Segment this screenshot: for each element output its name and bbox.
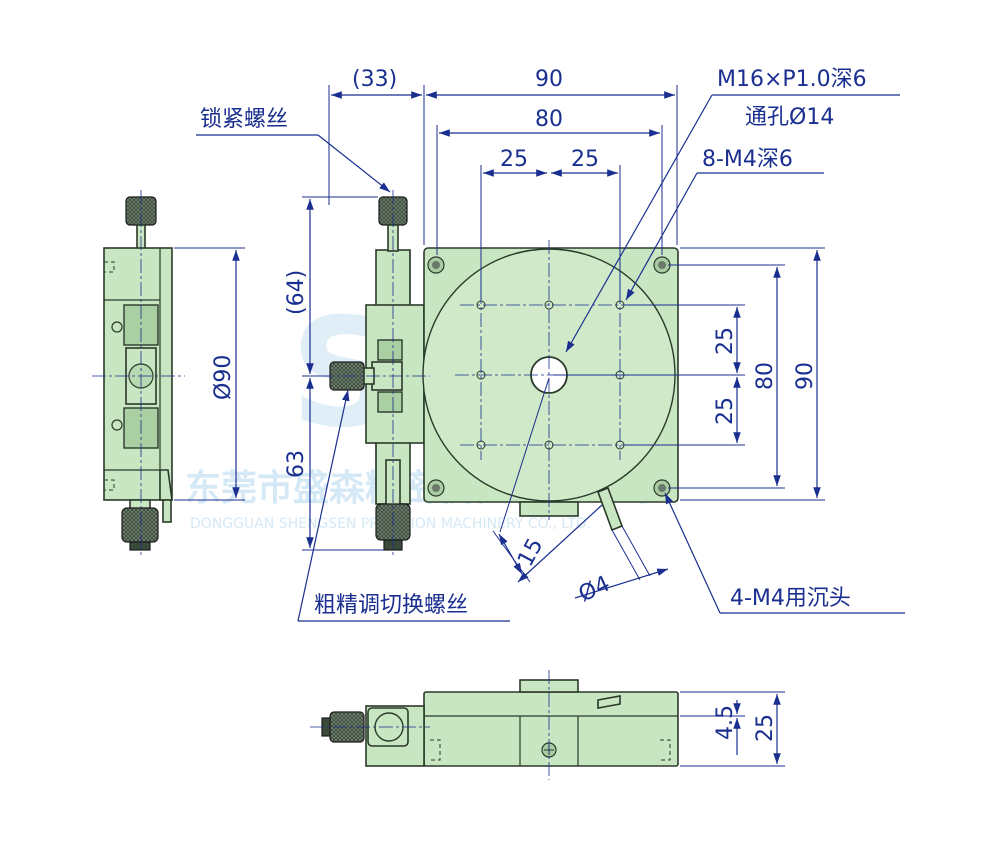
label-4-5: 4.5 — [713, 705, 738, 740]
callout-lock-screw: 锁紧螺丝 — [196, 107, 391, 193]
label-90-top: 90 — [535, 67, 563, 92]
callouts-top-right: M16×P1.0深6 通孔Ø14 8-M4深6 — [565, 67, 900, 353]
label-80-top: 80 — [535, 107, 563, 132]
dims-right-vertical: 25 25 80 90 — [553, 247, 825, 501]
callout-counterbore: 4-M4用沉头 — [664, 492, 905, 614]
label-64: (64) — [284, 270, 309, 315]
adjust-knob-left — [121, 507, 159, 543]
label-adjust-screw: 粗精调切换螺丝 — [314, 593, 468, 618]
label-counterbore: 4-M4用沉头 — [730, 586, 851, 611]
dims-bottom: 4.5 25 — [680, 691, 785, 767]
dim-phi90: Ø90 — [174, 247, 245, 501]
label-thread-main: M16×P1.0深6 — [717, 67, 867, 92]
label-through-hole: 通孔Ø14 — [745, 105, 834, 130]
label-25-right-upper: 25 — [713, 327, 738, 355]
side-view-left — [92, 190, 185, 555]
label-phi4: Ø4 — [575, 572, 614, 608]
bottom-view — [310, 670, 679, 780]
label-63: 63 — [284, 450, 309, 478]
label-phi90: Ø90 — [211, 355, 236, 400]
label-25-right-lower: 25 — [713, 397, 738, 425]
label-lock-screw: 锁紧螺丝 — [200, 107, 288, 132]
top-view — [320, 190, 705, 555]
label-25-side: 25 — [753, 714, 778, 742]
label-25-right: 25 — [571, 147, 599, 172]
top-dimensions: (33) 90 80 25 25 — [328, 67, 678, 300]
label-25-left: 25 — [500, 147, 528, 172]
callout-adjust-screw: 粗精调切换螺丝 — [297, 389, 510, 622]
dims-left-vertical: (64) 63 — [284, 196, 384, 551]
label-80-right: 80 — [753, 362, 778, 390]
label-m4-holes: 8-M4深6 — [702, 147, 793, 172]
label-90-right: 90 — [793, 362, 818, 390]
label-33: (33) — [352, 67, 397, 92]
